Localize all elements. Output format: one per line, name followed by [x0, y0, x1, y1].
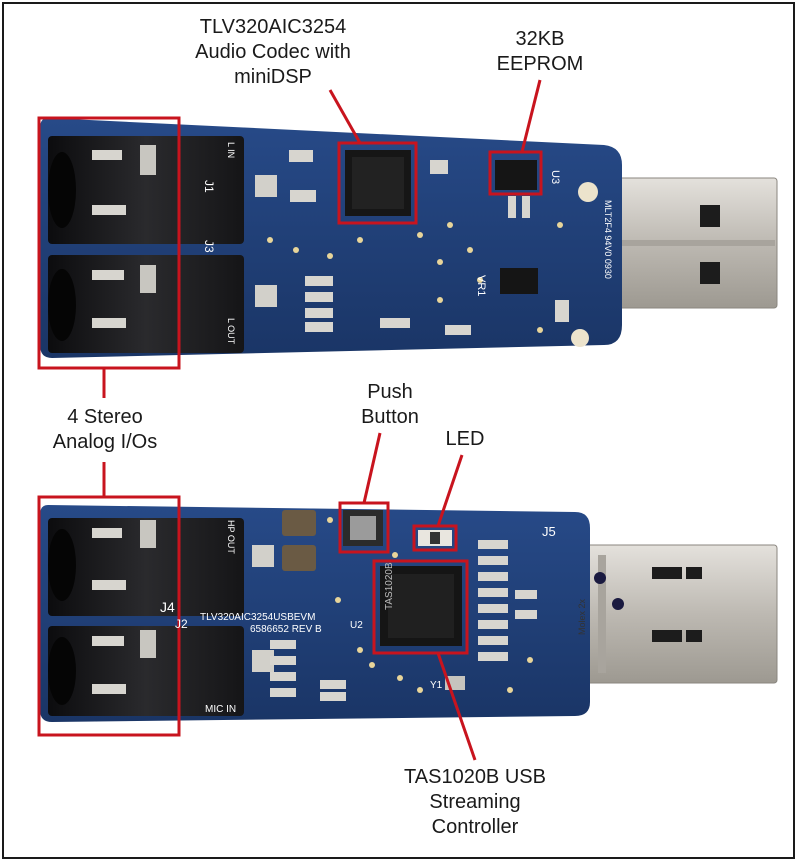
stereo-io-label-line-2: Analog I/Os	[52, 431, 158, 453]
silk-hpout: HP OUT	[226, 520, 236, 554]
push-button-label-line-2: Button	[361, 406, 419, 428]
silk-j3: J3	[202, 240, 216, 253]
push-button-label-line-1: Push	[367, 381, 413, 403]
usb-controller-label-line-2: Streaming	[429, 791, 521, 813]
silk-u2: U2	[350, 620, 363, 631]
stereo-io-label-line-1: 4 Stereo	[67, 406, 143, 428]
usb-controller-callout-label: TAS1020B USB Streaming Controller	[390, 765, 560, 840]
silk-j1: J1	[202, 180, 216, 193]
eeprom-highlight-box	[488, 150, 543, 196]
top-jacks-highlight-box	[37, 116, 181, 370]
bottom-usb-connector	[559, 544, 778, 684]
usb-controller-label-line-3: Controller	[431, 816, 519, 838]
silk-y1: Y1	[430, 680, 443, 691]
silk-chip-marking: TAS1020B	[384, 562, 395, 610]
top-jack-1	[48, 136, 244, 244]
usb-controller-highlight-box	[372, 559, 469, 655]
silk-j4: J4	[160, 599, 175, 615]
led-leader-line	[436, 454, 464, 527]
eeprom-leader-line	[520, 79, 542, 153]
bottom-board	[40, 505, 778, 722]
top-board	[40, 118, 778, 358]
silk-lout: L OUT	[226, 318, 236, 345]
codec-callout-label: TLV320AIC3254 Audio Codec with miniDSP	[178, 15, 368, 90]
eeprom-callout-label: 32KB EEPROM	[490, 27, 590, 77]
silk-top-board-id: MLT2F4 94V0 0930	[603, 200, 613, 279]
silk-vr1: VR1	[475, 275, 487, 296]
silk-j5: J5	[542, 524, 556, 539]
silk-board-name: TLV320AIC3254USBEVM	[200, 612, 315, 623]
bottom-jack-1	[48, 518, 244, 616]
codec-leader-line	[328, 89, 362, 144]
silk-lin: L IN	[226, 142, 236, 158]
stereo-io-callout-label: 4 Stereo Analog I/Os	[35, 405, 175, 455]
usb-controller-leader-line	[436, 652, 477, 761]
led-label-line-1: LED	[445, 428, 485, 450]
codec-label-line-3: miniDSP	[234, 66, 312, 88]
eeprom-label-line-1: 32KB	[515, 28, 565, 50]
top-usb-hole	[700, 205, 720, 227]
silk-j2: J2	[175, 617, 188, 631]
eeprom-label-line-2: EEPROM	[496, 53, 584, 75]
led-callout-label: LED	[435, 427, 495, 452]
top-eeprom-chip	[495, 160, 537, 190]
push-button-leader-line	[362, 432, 382, 504]
bottom-usb-contacts	[652, 567, 682, 579]
led-highlight-box	[412, 524, 458, 552]
silk-usb-marking: Molex 2x	[577, 598, 587, 635]
codec-highlight-box	[337, 141, 418, 225]
push-button-callout-label: Push Button	[340, 380, 440, 430]
bottom-jacks-highlight-box	[37, 495, 181, 737]
usb-controller-label-line-1: TAS1020B USB	[404, 766, 546, 788]
codec-label-line-1: TLV320AIC3254	[199, 16, 347, 38]
codec-label-line-2: Audio Codec with	[195, 41, 351, 63]
silk-micin: MIC IN	[205, 704, 236, 715]
silk-u3: U3	[549, 170, 561, 184]
silk-board-rev: 6586652 REV B	[250, 624, 322, 635]
